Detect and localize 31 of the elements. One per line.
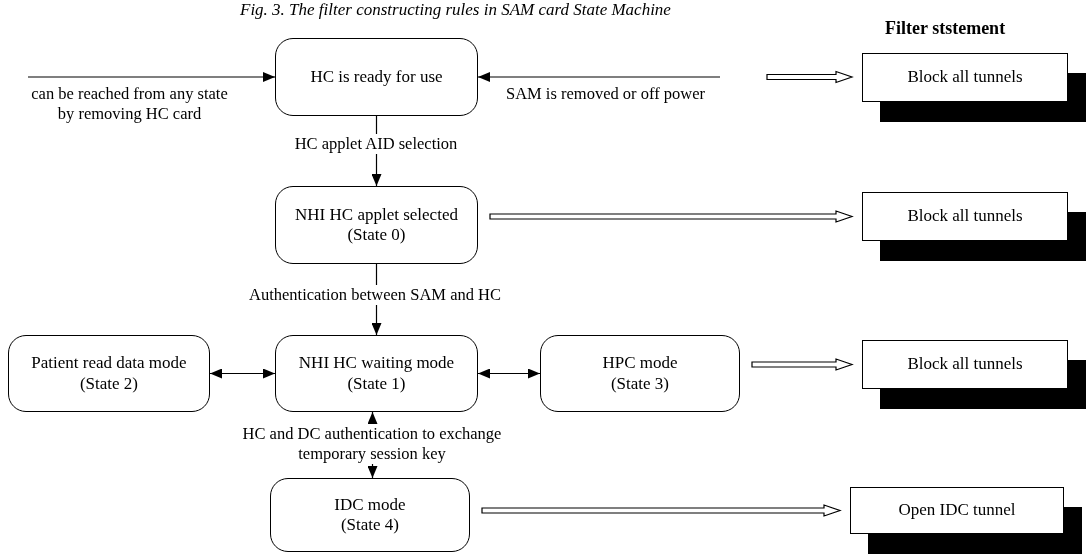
state-text: (State 3) [609,373,671,394]
arrow [477,368,541,379]
state-text: Block all tunnels [906,206,1024,227]
state-box [8,335,210,412]
state-text: IDC mode [333,494,407,515]
hollow-arrow [489,210,854,223]
arrow [209,368,276,379]
state-text: Patient read data mode [30,353,188,374]
arrow [477,72,721,82]
hollow-arrow [481,504,842,517]
arrow [27,72,276,82]
state-text: (State 0) [346,225,407,246]
state-box [275,38,478,116]
state-text: (State 1) [346,373,407,394]
state-box [275,186,478,264]
state-text: HC is ready for use [309,66,444,88]
state-text: Open IDC tunnel [897,500,1017,521]
state-text: NHI HC waiting mode [297,353,456,374]
figure-title: Fig. 3. The filter constructing rules in SAM card State Machine [240,0,671,20]
state-box [540,335,740,412]
state-box [270,478,470,552]
state-text: (State 2) [78,373,140,394]
state-text: Block all tunnels [906,67,1024,88]
state-text: (State 4) [339,515,401,536]
column-heading: Filter ststement [885,18,1006,39]
state-text: Block all tunnels [906,354,1024,375]
hollow-arrow [751,358,854,371]
state-text: NHI HC applet selected [294,204,459,225]
state-text: HPC mode [601,353,679,374]
state-box [275,335,478,412]
hollow-arrow [766,70,854,84]
